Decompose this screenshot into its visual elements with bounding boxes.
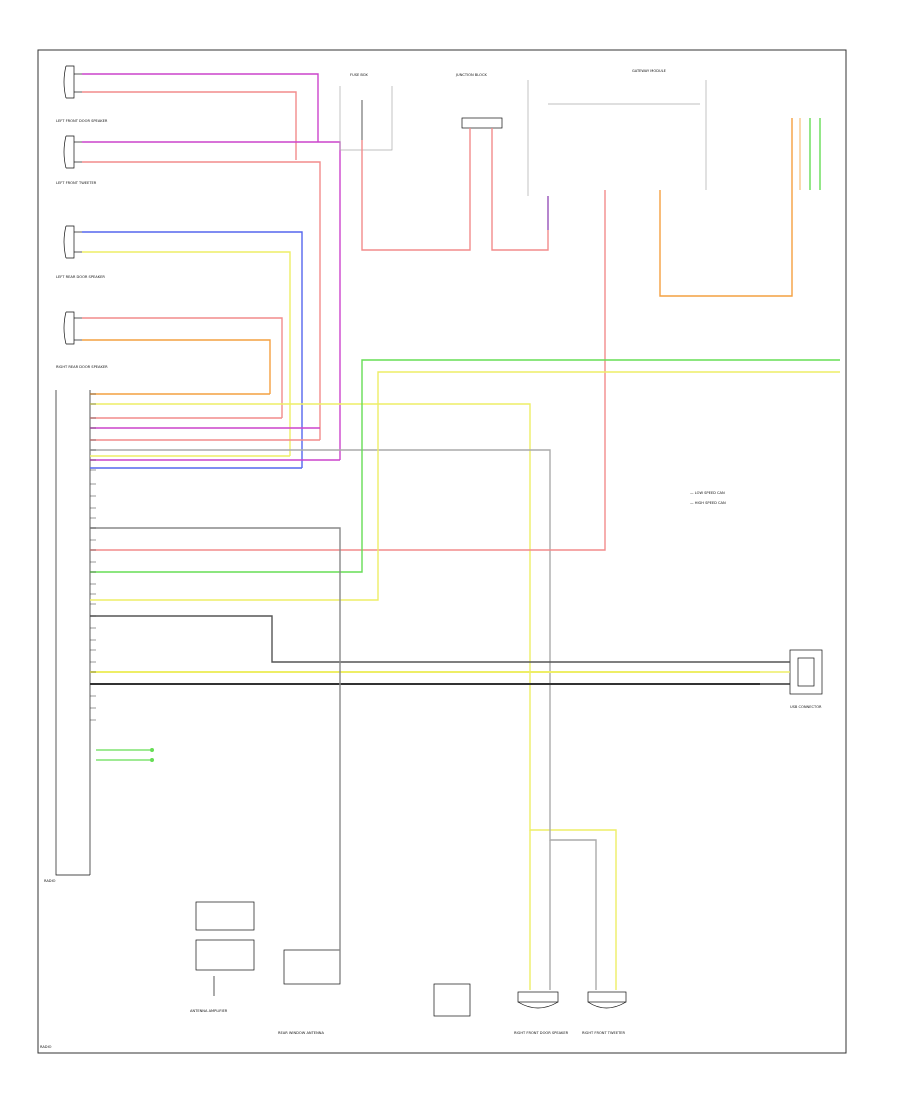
component-label: REAR WINDOW ANTENNA bbox=[278, 1031, 324, 1035]
component-label: USB CONNECTOR bbox=[790, 705, 822, 709]
component-label: GATEWAY MODULE bbox=[632, 69, 667, 73]
component-label: RIGHT FRONT TWEETER bbox=[582, 1031, 626, 1035]
rear-window-antenna: REAR WINDOW ANTENNA bbox=[278, 949, 471, 1035]
right-rear-door-speaker: RIGHT REAR DOOR SPEAKER bbox=[56, 311, 108, 369]
left-front-door-speaker: LEFT FRONT DOOR SPEAKER bbox=[56, 65, 108, 123]
aux-wires bbox=[96, 748, 154, 762]
junction-block: JUNCTION BLOCK bbox=[455, 73, 503, 129]
component-label: RIGHT FRONT DOOR SPEAKER bbox=[514, 1031, 569, 1035]
fuse-relay-box: FUSE BOX bbox=[339, 73, 393, 151]
usb-connector: USB CONNECTOR bbox=[789, 649, 823, 709]
bottom-speaker-wires bbox=[339, 800, 617, 990]
pin-ticks bbox=[90, 393, 96, 721]
radio-connector: RADIO bbox=[44, 390, 91, 883]
component-label: LEFT FRONT DOOR SPEAKER bbox=[56, 119, 108, 123]
legend-item: — LOW SPEED CAN bbox=[690, 491, 725, 495]
footer-label: RADIO bbox=[40, 1045, 52, 1049]
diagram-frame bbox=[37, 49, 847, 1054]
speaker-wires bbox=[82, 73, 341, 468]
radio-wires bbox=[90, 190, 840, 900]
left-rear-door-speaker: LEFT REAR DOOR SPEAKER bbox=[56, 225, 105, 279]
right-front-tweeter: RIGHT FRONT TWEETER bbox=[582, 991, 627, 1035]
gateway-module: GATEWAY MODULE bbox=[527, 69, 707, 196]
component-label: LEFT REAR DOOR SPEAKER bbox=[56, 275, 105, 279]
component-label: LEFT FRONT TWEETER bbox=[56, 181, 97, 185]
antenna-amplifier: ANTENNA AMPLIFIER bbox=[190, 901, 255, 1013]
component-label: RIGHT REAR DOOR SPEAKER bbox=[56, 365, 108, 369]
component-label: RADIO bbox=[44, 879, 56, 883]
right-front-door-speaker: RIGHT FRONT DOOR SPEAKER bbox=[514, 991, 569, 1035]
usb-wires bbox=[760, 661, 790, 685]
legend-item: — HIGH SPEED CAN bbox=[690, 501, 726, 505]
top-wires bbox=[361, 118, 821, 297]
component-label: JUNCTION BLOCK bbox=[455, 73, 487, 77]
legend: — LOW SPEED CAN — HIGH SPEED CAN bbox=[690, 491, 726, 505]
component-label: ANTENNA AMPLIFIER bbox=[190, 1009, 228, 1013]
component-label: FUSE BOX bbox=[350, 73, 368, 77]
left-front-door-tweeter: LEFT FRONT TWEETER bbox=[56, 135, 97, 185]
